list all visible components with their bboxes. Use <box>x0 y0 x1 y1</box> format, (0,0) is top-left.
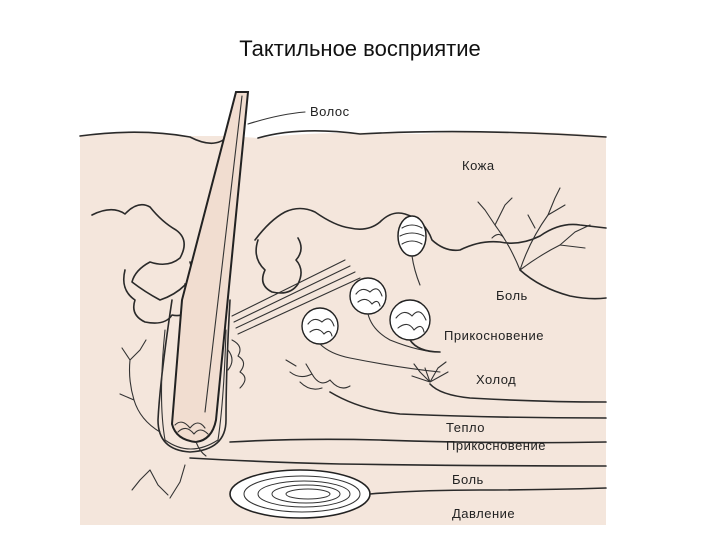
slide-title: Тактильное восприятие <box>239 36 481 61</box>
pressure-nerve-fiber <box>369 487 607 495</box>
touch-receptor-2 <box>389 299 431 341</box>
label-pain-1: Боль <box>496 288 528 303</box>
warmth-receptor <box>285 359 351 390</box>
lower-left-nerve-branches <box>131 464 186 499</box>
touch-nerve-fiber-1 <box>409 339 441 353</box>
touch-nerve-fiber-2 <box>229 438 607 444</box>
label-cold: Холод <box>476 372 516 387</box>
hair-follicle-inner <box>160 329 227 450</box>
label-pain-2: Боль <box>452 472 484 487</box>
label-warmth: Тепло <box>446 420 485 435</box>
pain-free-nerve-endings-top <box>477 187 591 271</box>
cold-nerve-fiber <box>429 383 607 403</box>
arrector-pili-muscle <box>231 259 361 335</box>
pacinian-corpuscle <box>229 469 371 519</box>
cold-receptor <box>411 361 449 383</box>
pain-nerve-fiber-1 <box>519 269 607 300</box>
warmth-nerve-fiber <box>329 391 607 419</box>
skin-surface <box>79 130 607 145</box>
hair-leader-line <box>247 111 306 125</box>
hair-inner-line <box>204 95 243 413</box>
epidermis-boundary <box>91 203 607 301</box>
follicle-nerve-ending <box>174 421 209 435</box>
follicle-nerve-plexus <box>227 339 246 389</box>
papilla-right <box>255 237 302 294</box>
label-touch-2: Прикосновение <box>446 438 546 453</box>
pain-nerve-fiber-2 <box>189 457 607 467</box>
label-hair: Волос <box>310 104 350 119</box>
label-touch-1: Прикосновение <box>444 328 544 343</box>
meissner-corpuscle <box>397 215 427 286</box>
follicle-to-nerve <box>195 441 207 457</box>
label-pressure: Давление <box>452 506 515 521</box>
label-skin: Кожа <box>462 158 495 173</box>
left-free-nerve-endings <box>119 339 161 433</box>
